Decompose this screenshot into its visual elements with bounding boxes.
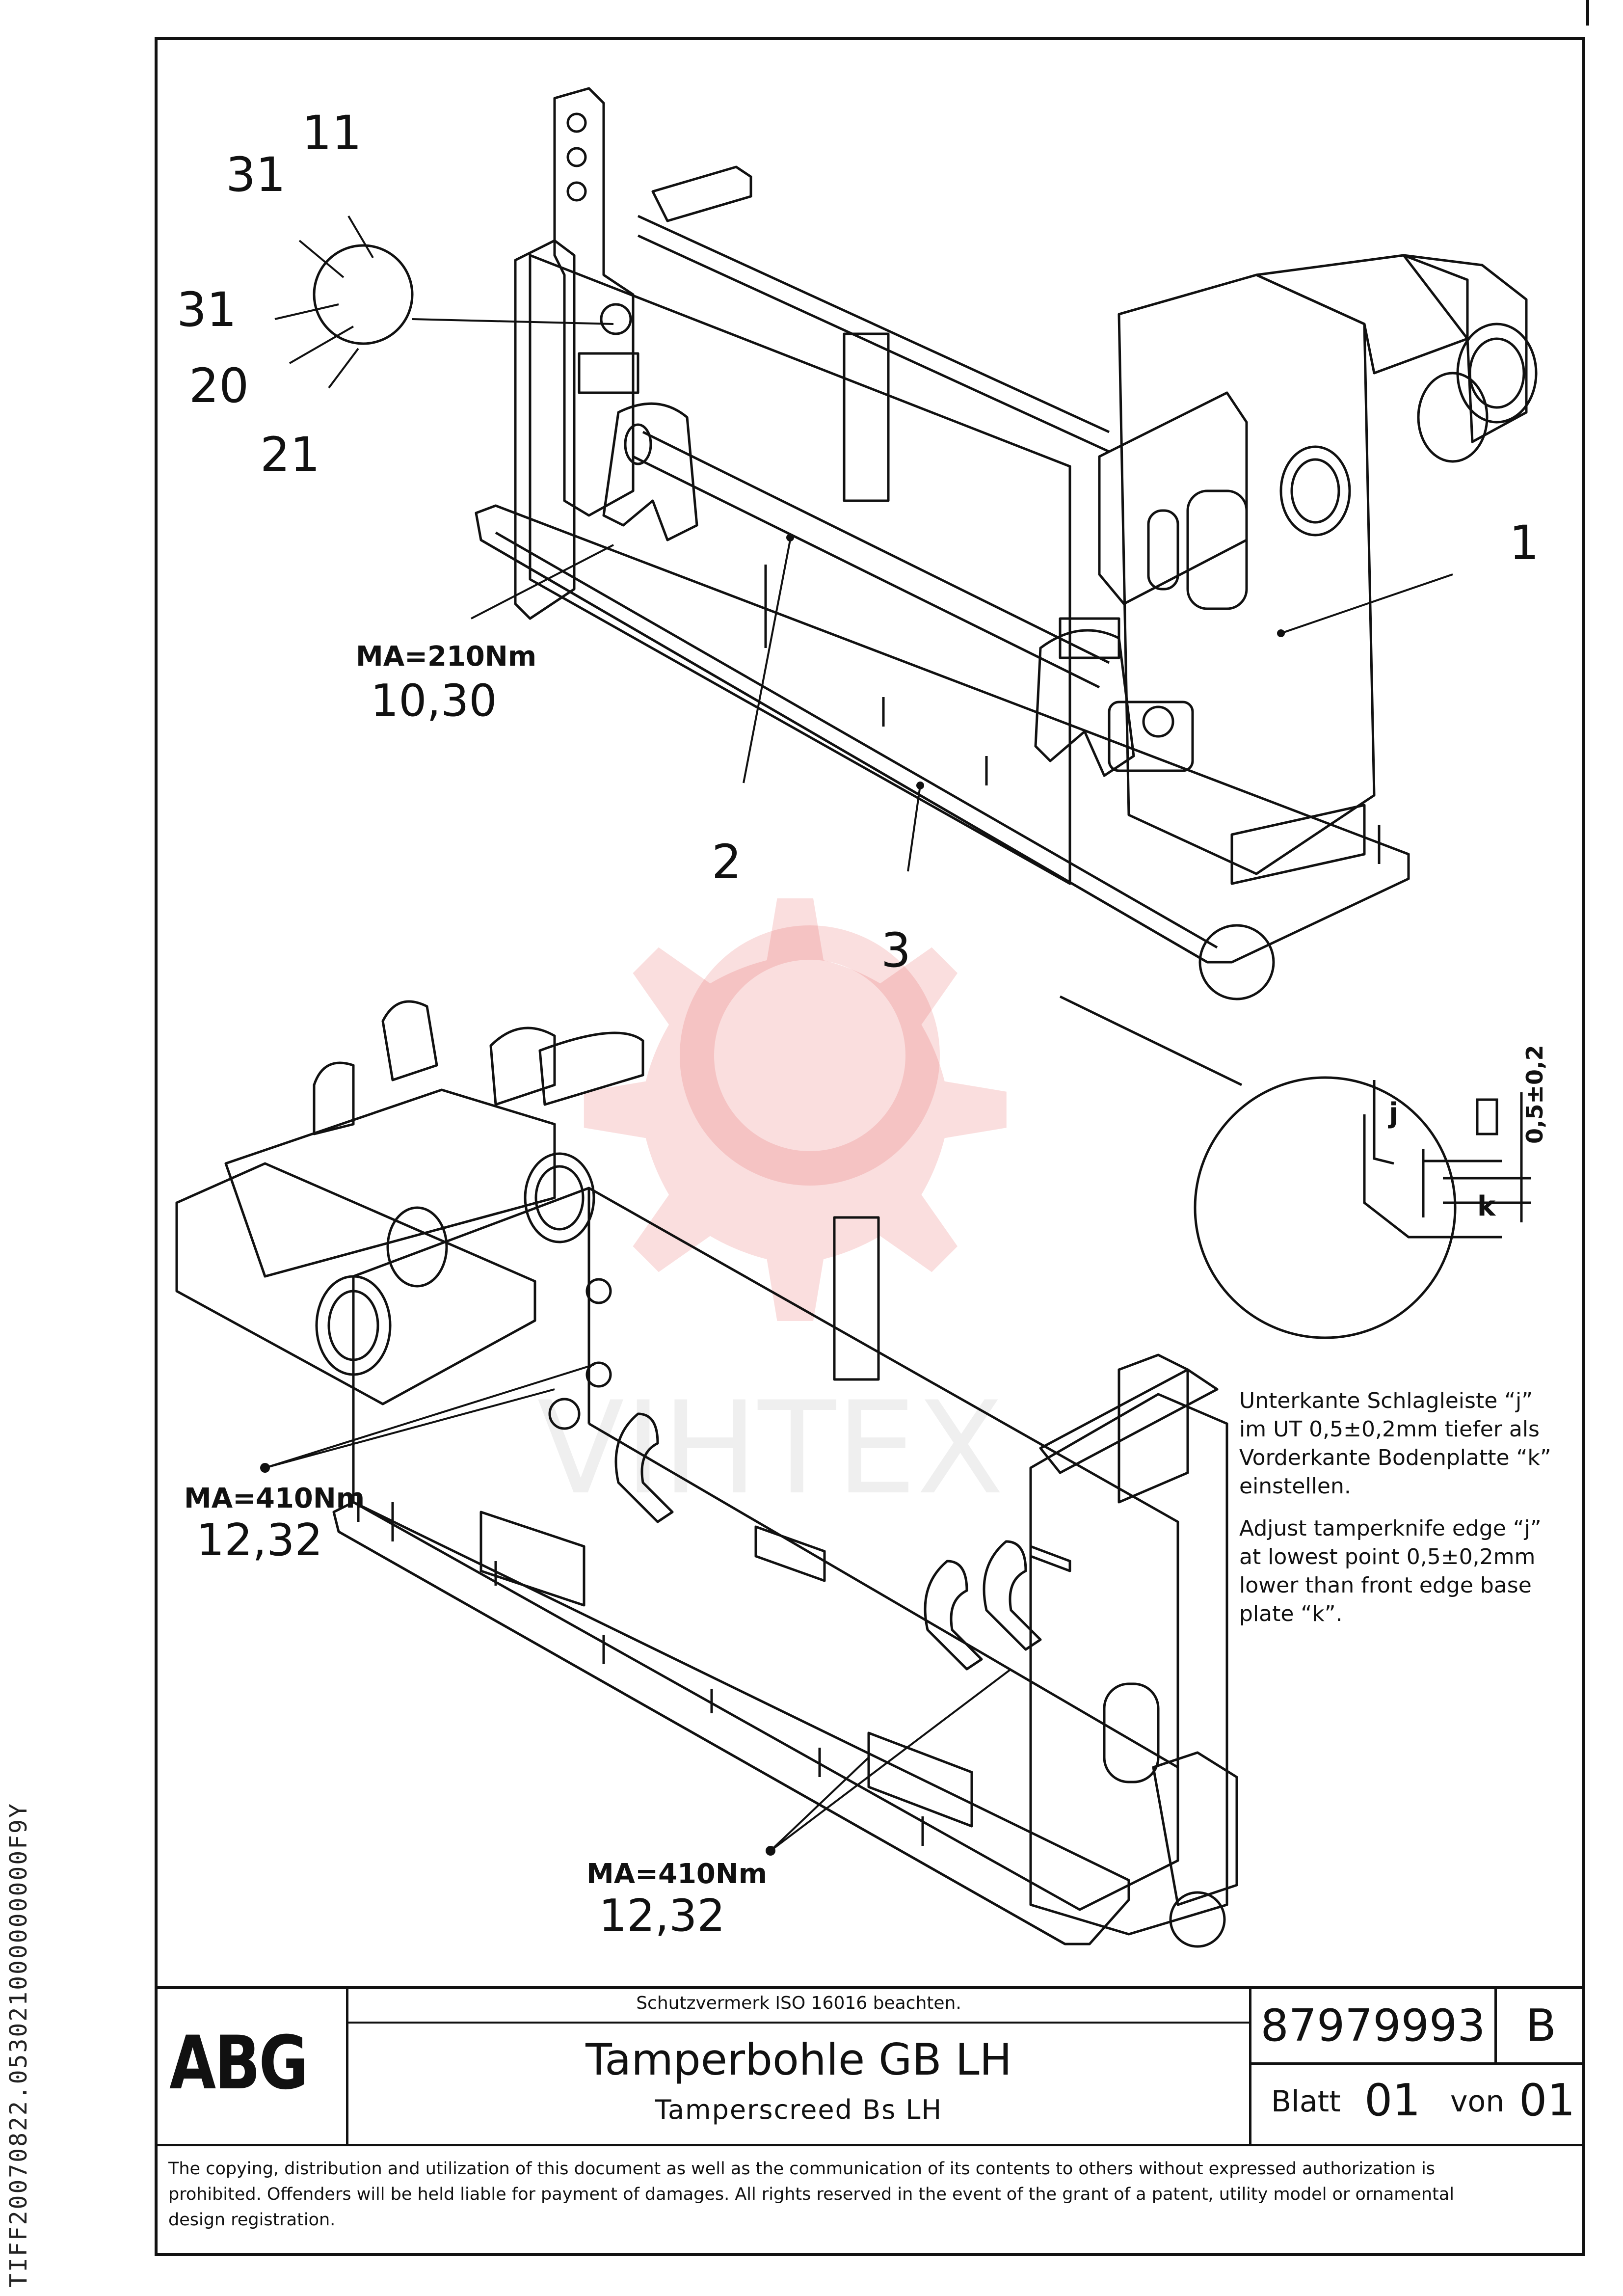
callout-21: 21 bbox=[260, 427, 320, 482]
sheet-label: Blatt bbox=[1271, 2084, 1341, 2119]
torque-label-3: MA=410Nm bbox=[586, 1858, 768, 1890]
torque-items-1: 10,30 bbox=[371, 675, 497, 727]
drawing-title: Tamperbohle GB LH bbox=[585, 2034, 1012, 2085]
leader-lines bbox=[265, 215, 1453, 1852]
callout-20: 20 bbox=[189, 358, 249, 413]
company-logo: ABG bbox=[169, 2021, 308, 2106]
protection-note: Schutzvermerk ISO 16016 beachten. bbox=[636, 1993, 961, 2013]
revision: B bbox=[1526, 2000, 1556, 2052]
callout-3: 3 bbox=[881, 923, 911, 978]
document-number: 87979993 bbox=[1260, 2000, 1486, 2052]
copyright-notice: The copying, distribution and utilizatio… bbox=[168, 2159, 1455, 2230]
note-de-line-4: einstellen. bbox=[1239, 1474, 1351, 1499]
note-en-line-2: at lowest point 0,5±0,2mm bbox=[1239, 1544, 1536, 1569]
note-german: Unterkante Schlagleiste “j” im UT 0,5±0,… bbox=[1239, 1387, 1551, 1501]
note-de-line-3: Vorderkante Bodenplatte “k” bbox=[1239, 1445, 1551, 1470]
leader-dots bbox=[260, 534, 1285, 1856]
note-en-line-1: Adjust tamperknife edge “j” bbox=[1239, 1516, 1542, 1541]
sheet-total: 01 bbox=[1519, 2075, 1575, 2126]
torque-items-2: 12,32 bbox=[196, 1514, 323, 1566]
detail-dimension: 0,5±0,2 bbox=[1521, 1045, 1548, 1144]
note-en-line-3: lower than front edge base bbox=[1239, 1573, 1532, 1598]
watermark-text: VIHTEX bbox=[537, 1375, 1004, 1523]
corner-mark bbox=[1586, 0, 1589, 26]
torque-items-3: 12,32 bbox=[599, 1890, 725, 1942]
upper-assembly bbox=[475, 87, 1538, 1000]
note-en-line-4: plate “k”. bbox=[1239, 1601, 1343, 1626]
title-block: ABG Schutzvermerk ISO 16016 beachten. Ta… bbox=[155, 1986, 1585, 2256]
watermark-gear-icon bbox=[584, 898, 1007, 1321]
drawing-frame bbox=[155, 37, 1585, 2256]
callout-2: 2 bbox=[712, 835, 742, 890]
callout-1: 1 bbox=[1509, 515, 1540, 570]
detail-label-k: k bbox=[1477, 1190, 1496, 1222]
drawing-subtitle: Tamperscreed Bs LH bbox=[655, 2094, 943, 2125]
detail-view bbox=[1059, 995, 1531, 1339]
drawing-area: VIHTEX bbox=[175, 87, 1538, 1948]
note-de-line-2: im UT 0,5±0,2mm tiefer als bbox=[1239, 1417, 1540, 1442]
side-code: TIFF20070822.053021000000000F9Y bbox=[5, 1802, 32, 2288]
callout-11: 11 bbox=[302, 106, 362, 161]
detail-label-j: j bbox=[1389, 1097, 1399, 1129]
sheet-number: 01 bbox=[1364, 2075, 1421, 2126]
torque-label-2: MA=410Nm bbox=[184, 1483, 365, 1514]
lower-assembly bbox=[175, 1000, 1238, 1948]
note-de-line-1: Unterkante Schlagleiste “j” bbox=[1239, 1388, 1533, 1413]
of-label: von bbox=[1450, 2084, 1505, 2119]
note-english: Adjust tamperknife edge “j” at lowest po… bbox=[1239, 1514, 1542, 1628]
torque-label-1: MA=210Nm bbox=[356, 641, 537, 673]
callout-31: 31 bbox=[177, 282, 237, 337]
callout-31-top: 31 bbox=[226, 147, 286, 202]
